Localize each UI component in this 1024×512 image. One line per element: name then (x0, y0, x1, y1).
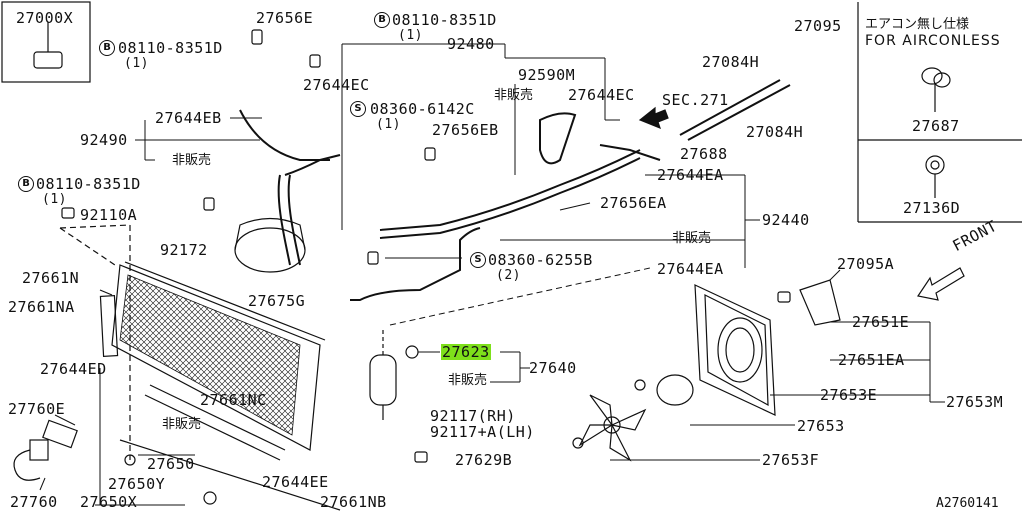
screw-symbol-icon: S (350, 101, 366, 117)
callout-27644ec-a[interactable]: 27644EC (303, 76, 370, 94)
callout-08110-8351d-c[interactable]: 08110-8351D (36, 175, 141, 193)
callout-27629b[interactable]: 27629B (455, 451, 513, 469)
callout-27687[interactable]: 27687 (912, 117, 960, 135)
callout-27640[interactable]: 27640 (529, 359, 577, 377)
bolt-symbol-icon: B (99, 40, 115, 56)
callout-27760e[interactable]: 27760E (8, 400, 66, 418)
callout-92110a[interactable]: 92110A (80, 206, 138, 224)
callout-qty: (1) (376, 117, 401, 132)
airconless-title-jp: エアコン無し仕様 (865, 17, 970, 32)
callout-27644ea-a[interactable]: 27644EA (657, 166, 724, 184)
callout-27688[interactable]: 27688 (680, 145, 728, 163)
fan-motor (634, 374, 694, 406)
callout-27650x[interactable]: 27650X (80, 493, 138, 511)
callout-27661n[interactable]: 27661N (22, 269, 80, 287)
callout-27650y[interactable]: 27650Y (108, 475, 166, 493)
callout-27623-highlighted[interactable]: 27623 (441, 343, 491, 361)
airconless-inset-frame (857, 2, 1022, 223)
callout-qty: (1) (398, 28, 423, 43)
callout-27644ea-b[interactable]: 27644EA (657, 260, 724, 278)
lower-rails (59, 224, 341, 511)
sec-arrow (638, 106, 669, 130)
callout-08360-6255b[interactable]: 08360-6255B (488, 251, 593, 269)
label-box-27000x (1, 1, 91, 83)
not-sold-note: 非販売 (448, 373, 488, 388)
callout-qty: (1) (42, 192, 67, 207)
not-sold-note: 非販売 (672, 231, 712, 246)
refrigerant-pipes (239, 79, 791, 301)
callout-27084h-a[interactable]: 27084H (702, 53, 760, 71)
callout-27661nc[interactable]: 27661NC (200, 391, 267, 409)
callout-08110-8351d-a[interactable]: 08110-8351D (118, 39, 223, 57)
not-sold-note: 非販売 (172, 153, 212, 168)
bolt-symbol-icon: B (374, 12, 390, 28)
not-sold-note: 非販売 (494, 88, 534, 103)
sec-reference[interactable]: SEC.271 (662, 91, 729, 109)
callout-27661nb[interactable]: 27661NB (320, 493, 387, 511)
callout-27661na[interactable]: 27661NA (8, 298, 75, 316)
callout-27653[interactable]: 27653 (797, 417, 845, 435)
diagram-id: A2760141 (936, 496, 999, 511)
fan-blade (572, 394, 647, 462)
callout-27095a[interactable]: 27095A (837, 255, 895, 273)
callout-92117-rh[interactable]: 92117(RH) (430, 407, 516, 425)
callout-27656eb[interactable]: 27656EB (432, 121, 499, 139)
callout-92117a-lh[interactable]: 92117+A(LH) (430, 423, 535, 441)
callout-27653m[interactable]: 27653M (946, 393, 1004, 411)
callout-27656e[interactable]: 27656E (256, 9, 314, 27)
callout-27651e[interactable]: 27651E (852, 313, 910, 331)
callout-27760[interactable]: 27760 (10, 493, 58, 511)
callout-92172[interactable]: 92172 (160, 241, 208, 259)
callout-92480[interactable]: 92480 (447, 35, 495, 53)
receiver-drier (369, 330, 419, 420)
fasteners (61, 29, 791, 505)
callout-qty: (1) (124, 56, 149, 71)
callout-27084h-b[interactable]: 27084H (746, 123, 804, 141)
callout-08360-6142c[interactable]: 08360-6142C (370, 100, 475, 118)
callout-27644ed[interactable]: 27644ED (40, 360, 107, 378)
callout-27656ea[interactable]: 27656EA (600, 194, 667, 212)
callout-27653e[interactable]: 27653E (820, 386, 878, 404)
callout-27675g[interactable]: 27675G (248, 292, 306, 310)
callout-27644eb[interactable]: 27644EB (155, 109, 222, 127)
callout-27651ea[interactable]: 27651EA (838, 351, 905, 369)
callout-27653f[interactable]: 27653F (762, 451, 820, 469)
callout-27000x[interactable]: 27000X (16, 9, 74, 27)
wire-connector (13, 419, 78, 481)
callout-27644ee[interactable]: 27644EE (262, 473, 329, 491)
callout-08110-8351d-b[interactable]: 08110-8351D (392, 11, 497, 29)
condenser-core (99, 261, 326, 451)
compressor (234, 217, 306, 273)
bolt-symbol-icon: B (18, 176, 34, 192)
callout-27136d[interactable]: 27136D (903, 199, 961, 217)
not-sold-note: 非販売 (162, 417, 202, 432)
callout-27095[interactable]: 27095 (794, 17, 842, 35)
fan-shroud (694, 279, 841, 416)
leader-lines (39, 43, 945, 506)
callout-92440[interactable]: 92440 (762, 211, 810, 229)
screw-symbol-icon: S (470, 252, 486, 268)
front-arrow (917, 267, 965, 301)
callout-27650[interactable]: 27650 (147, 455, 195, 473)
callout-92490[interactable]: 92490 (80, 131, 128, 149)
airconless-title-en: FOR AIRCONLESS (865, 33, 1001, 49)
callout-92590m[interactable]: 92590M (518, 66, 576, 84)
callout-27644ec-b[interactable]: 27644EC (568, 86, 635, 104)
callout-qty: (2) (496, 268, 521, 283)
